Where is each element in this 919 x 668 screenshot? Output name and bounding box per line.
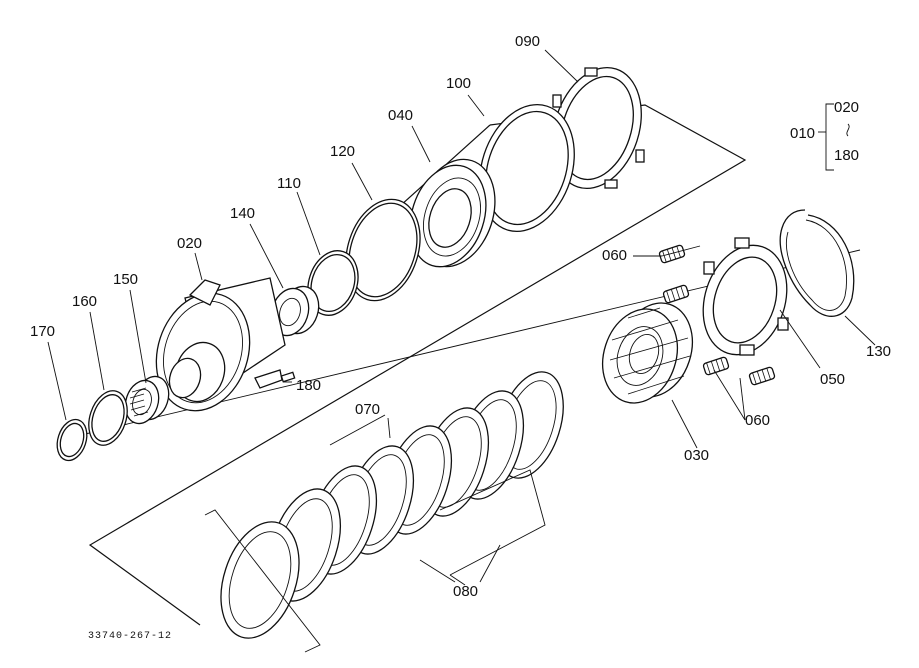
callout-020-range: 020 (834, 99, 859, 116)
callout-120: 120 (330, 143, 355, 160)
part-130-ring[interactable] (779, 209, 855, 317)
part-110-seal[interactable] (300, 244, 366, 322)
callout-130: 130 (866, 343, 891, 360)
part-180-pin[interactable] (280, 371, 296, 383)
part-030-hub[interactable] (591, 293, 704, 413)
callout-100: 100 (446, 75, 471, 92)
callout-180-range: 180 (834, 147, 859, 164)
callout-090: 090 (515, 33, 540, 50)
drawing-number: 33740-267-12 (88, 631, 172, 642)
callout-140: 140 (230, 205, 255, 222)
callout-170: 170 (30, 323, 55, 340)
callout-050: 050 (820, 371, 845, 388)
callout-080: 080 (453, 583, 478, 600)
part-040-piston[interactable] (398, 149, 508, 277)
part-070-080-clutch-stack[interactable] (204, 363, 576, 653)
callout-060-bottom: 060 (745, 412, 770, 429)
callout-070: 070 (355, 401, 380, 418)
callout-150: 150 (113, 271, 138, 288)
part-050-retainer[interactable] (690, 234, 801, 365)
part-100-ring[interactable] (464, 92, 590, 243)
callout-110: 110 (277, 175, 301, 192)
part-170-ring[interactable] (52, 416, 92, 465)
range-bracket-010 (818, 103, 850, 171)
callout-180: 180 (296, 377, 321, 394)
callout-160: 160 (72, 293, 97, 310)
part-020-drum[interactable] (142, 277, 286, 423)
leader-lines (47, 49, 876, 583)
callout-030: 030 (684, 447, 709, 464)
part-060-springs-bottom[interactable] (702, 356, 776, 386)
callout-020: 020 (177, 235, 202, 252)
part-120-seal[interactable] (334, 190, 433, 311)
callout-010: 010 (790, 125, 815, 142)
callout-060-top: 060 (602, 247, 627, 264)
part-150-bearing[interactable] (120, 372, 174, 428)
part-160-ring[interactable] (82, 386, 134, 450)
part-060-springs-top[interactable] (658, 244, 690, 304)
callout-040: 040 (388, 107, 413, 124)
